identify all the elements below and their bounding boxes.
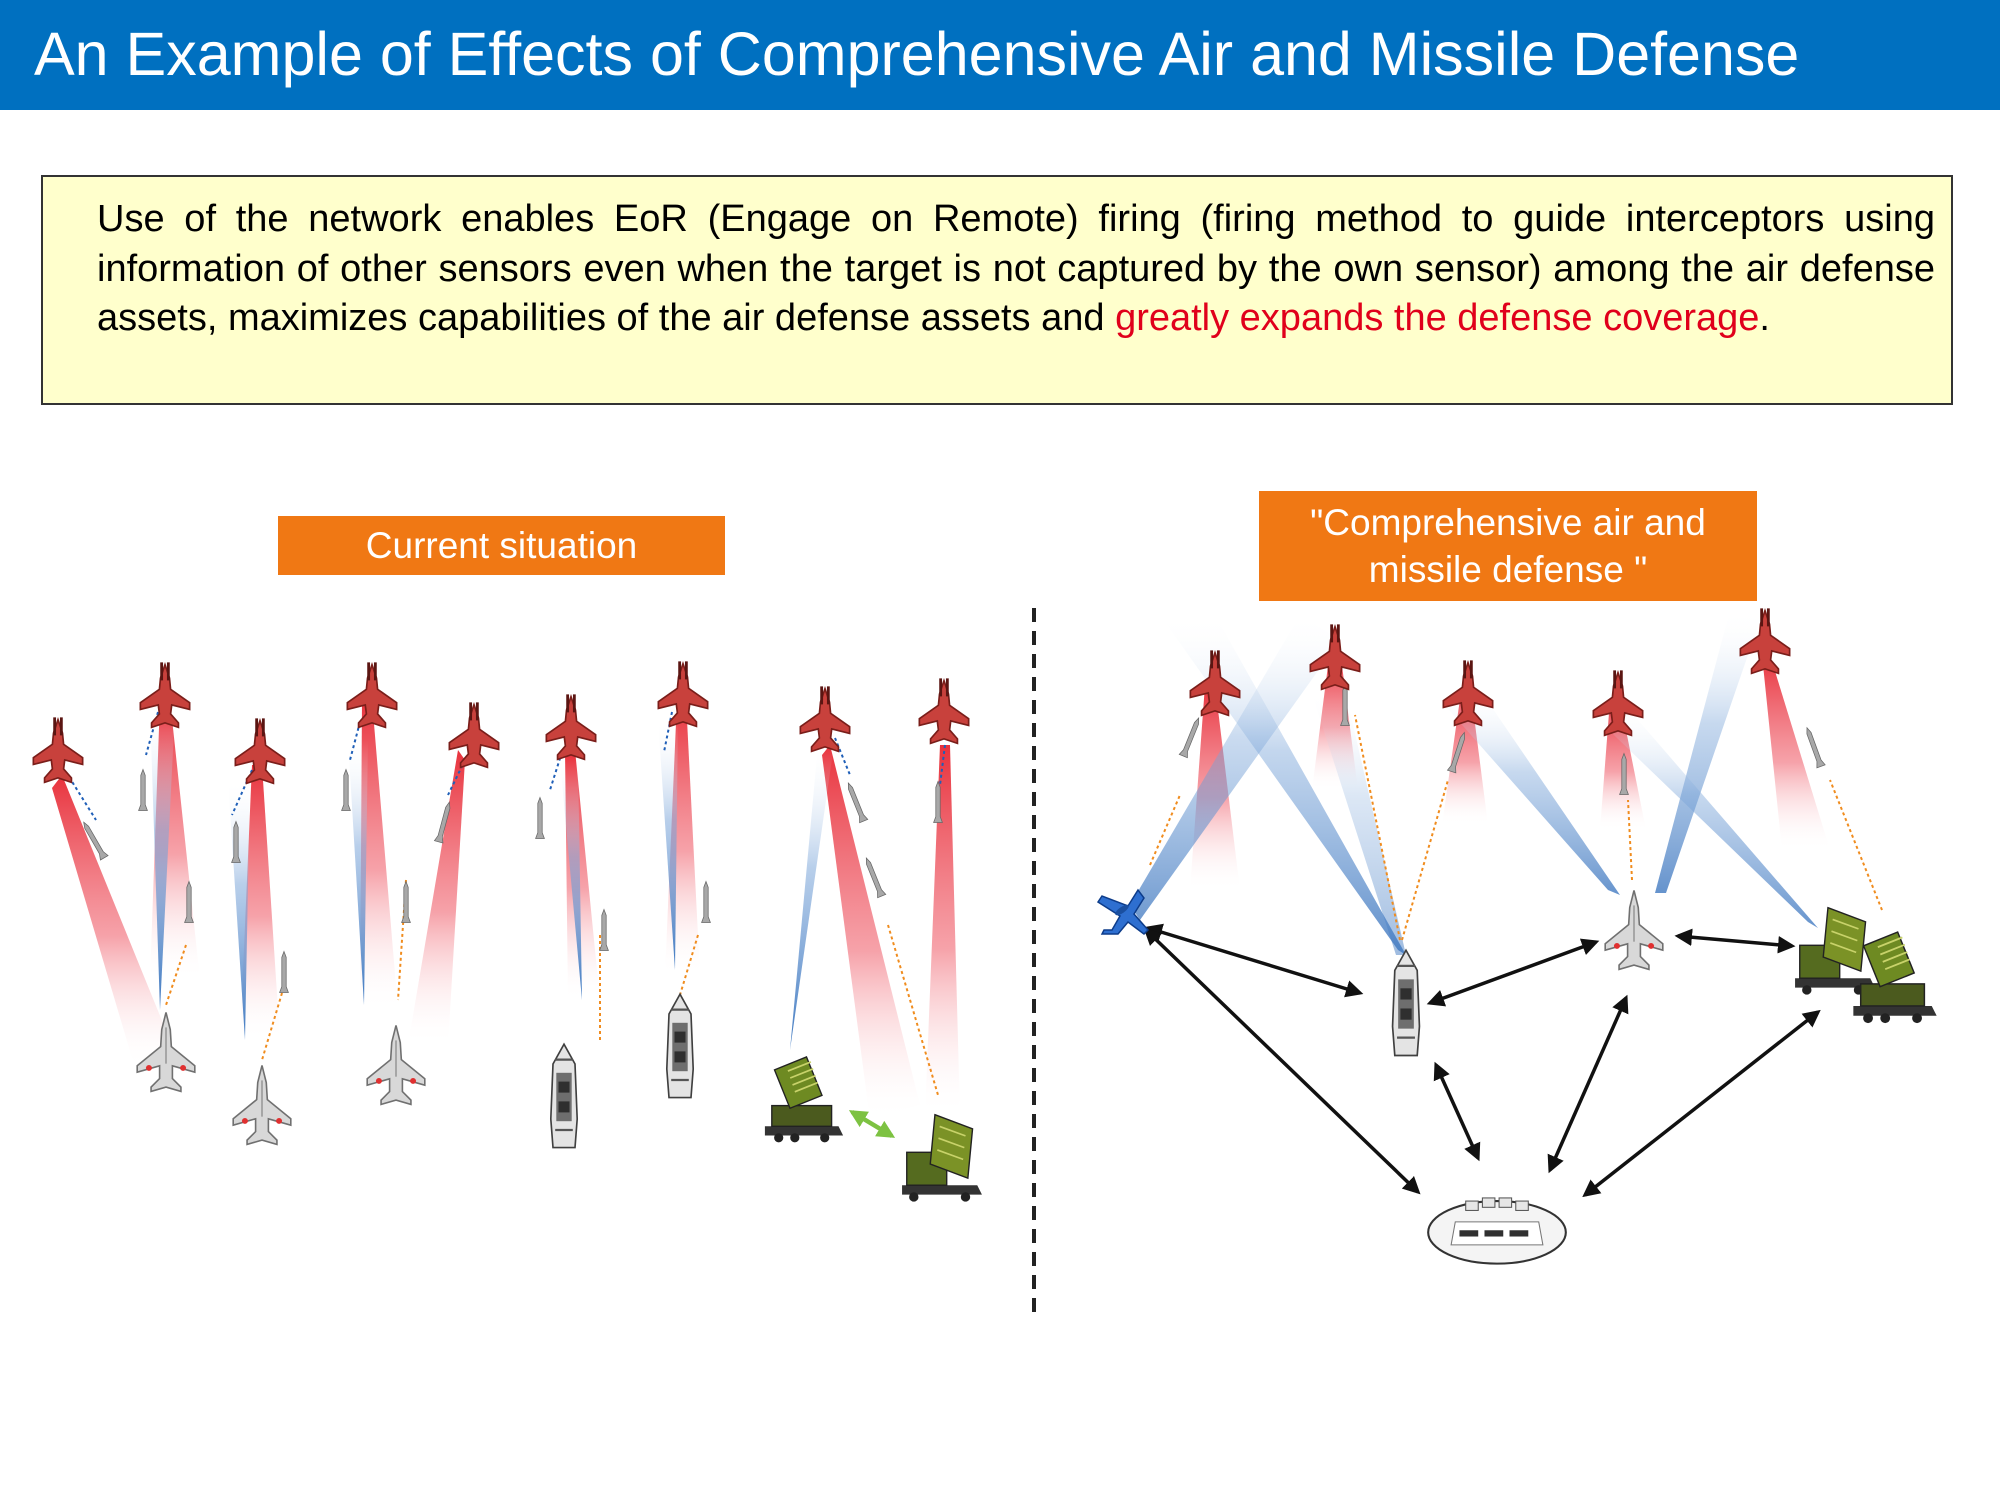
comprehensive-scene (1097, 608, 1938, 1265)
comprehensive-defense-text-line2: missile defense " (1368, 549, 1648, 590)
interceptor-missile-icon (341, 768, 351, 812)
network-datalinks (1143, 923, 1821, 1198)
aegis-destroyer-icon (1391, 948, 1421, 1057)
patriot-launcher-icon (764, 1056, 844, 1144)
enemy-aircraft-icon (138, 662, 192, 729)
current-radar-beams (52, 700, 960, 1120)
patriot-launcher-icon (1852, 931, 1938, 1025)
enemy-aircraft-icon (798, 686, 852, 753)
fighter-jet-icon (1604, 889, 1664, 971)
current-situation-scene (31, 661, 983, 1203)
current-guidance-lines (65, 711, 946, 1096)
radar-unit-icon (901, 1113, 983, 1203)
fighter-jet-icon (232, 1064, 292, 1146)
enemy-aircraft-icon (917, 678, 971, 745)
title-bar: An Example of Effects of Comprehensive A… (0, 0, 2000, 110)
description-text: Use of the network enables EoR (Engage o… (97, 195, 1935, 344)
command-center-icon (1427, 1196, 1567, 1265)
current-situation-label: Current situation (278, 516, 725, 575)
interceptor-missile-icon (599, 908, 609, 952)
network-friendly-assets (1097, 889, 1938, 1265)
aegis-destroyer-icon (665, 992, 695, 1099)
description-main: Use of the network enables EoR (Engage o… (97, 198, 1935, 339)
current-situation-text: Current situation (365, 525, 638, 566)
comprehensive-defense-label: "Comprehensive air and missile defense " (1259, 491, 1757, 601)
network-guidance-lines (1149, 714, 1883, 941)
enemy-aircraft-icon (233, 718, 287, 785)
enemy-aircraft-icon (656, 661, 710, 728)
interceptor-missile-icon (138, 768, 148, 812)
interceptor-missile-icon (279, 950, 289, 994)
enemy-aircraft-icon (31, 717, 85, 784)
interceptor-missile-icon (1802, 725, 1826, 769)
interceptor-missile-icon (701, 880, 711, 924)
interceptor-missile-icon (1178, 715, 1204, 759)
enemy-aircraft-icon (345, 662, 399, 729)
description-highlight: greatly expands the defense coverage (1115, 297, 1760, 339)
current-datalink-arrow (848, 1110, 896, 1138)
description-box: Use of the network enables EoR (Engage o… (41, 175, 1953, 405)
aegis-destroyer-icon (549, 1042, 579, 1149)
page-title: An Example of Effects of Comprehensive A… (34, 20, 1800, 88)
interceptor-missile-icon (535, 796, 545, 840)
comprehensive-defense-text-line1: "Comprehensive air and (1310, 502, 1706, 543)
description-end: . (1759, 297, 1770, 339)
network-radar-beams (1130, 610, 1830, 955)
enemy-aircraft-icon (544, 694, 598, 761)
